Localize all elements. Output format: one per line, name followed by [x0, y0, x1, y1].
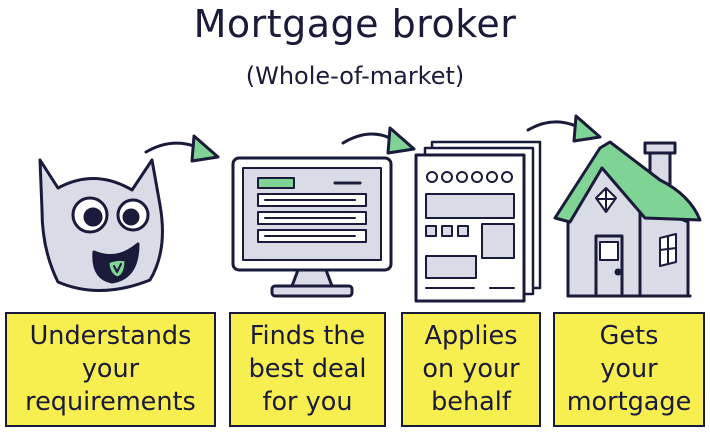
- diagram-subtitle: (Whole-of-market): [245, 62, 465, 90]
- step-understands-requirements: Understands your requirements: [5, 312, 216, 427]
- diagram-title: Mortgage broker: [193, 2, 517, 46]
- step-gets-mortgage: Gets your mortgage: [553, 312, 705, 427]
- arrow-right-icon: [341, 126, 416, 155]
- arrow-right-icon: [526, 114, 602, 143]
- house-icon: [553, 140, 702, 298]
- computer-monitor-icon: [231, 156, 393, 298]
- step-applies-on-behalf: Applies on your behalf: [401, 312, 541, 427]
- arrow-right-icon: [144, 134, 220, 163]
- monster-icon: [38, 158, 164, 292]
- application-documents-icon: [414, 140, 542, 303]
- step-finds-best-deal: Finds the best deal for you: [229, 312, 386, 427]
